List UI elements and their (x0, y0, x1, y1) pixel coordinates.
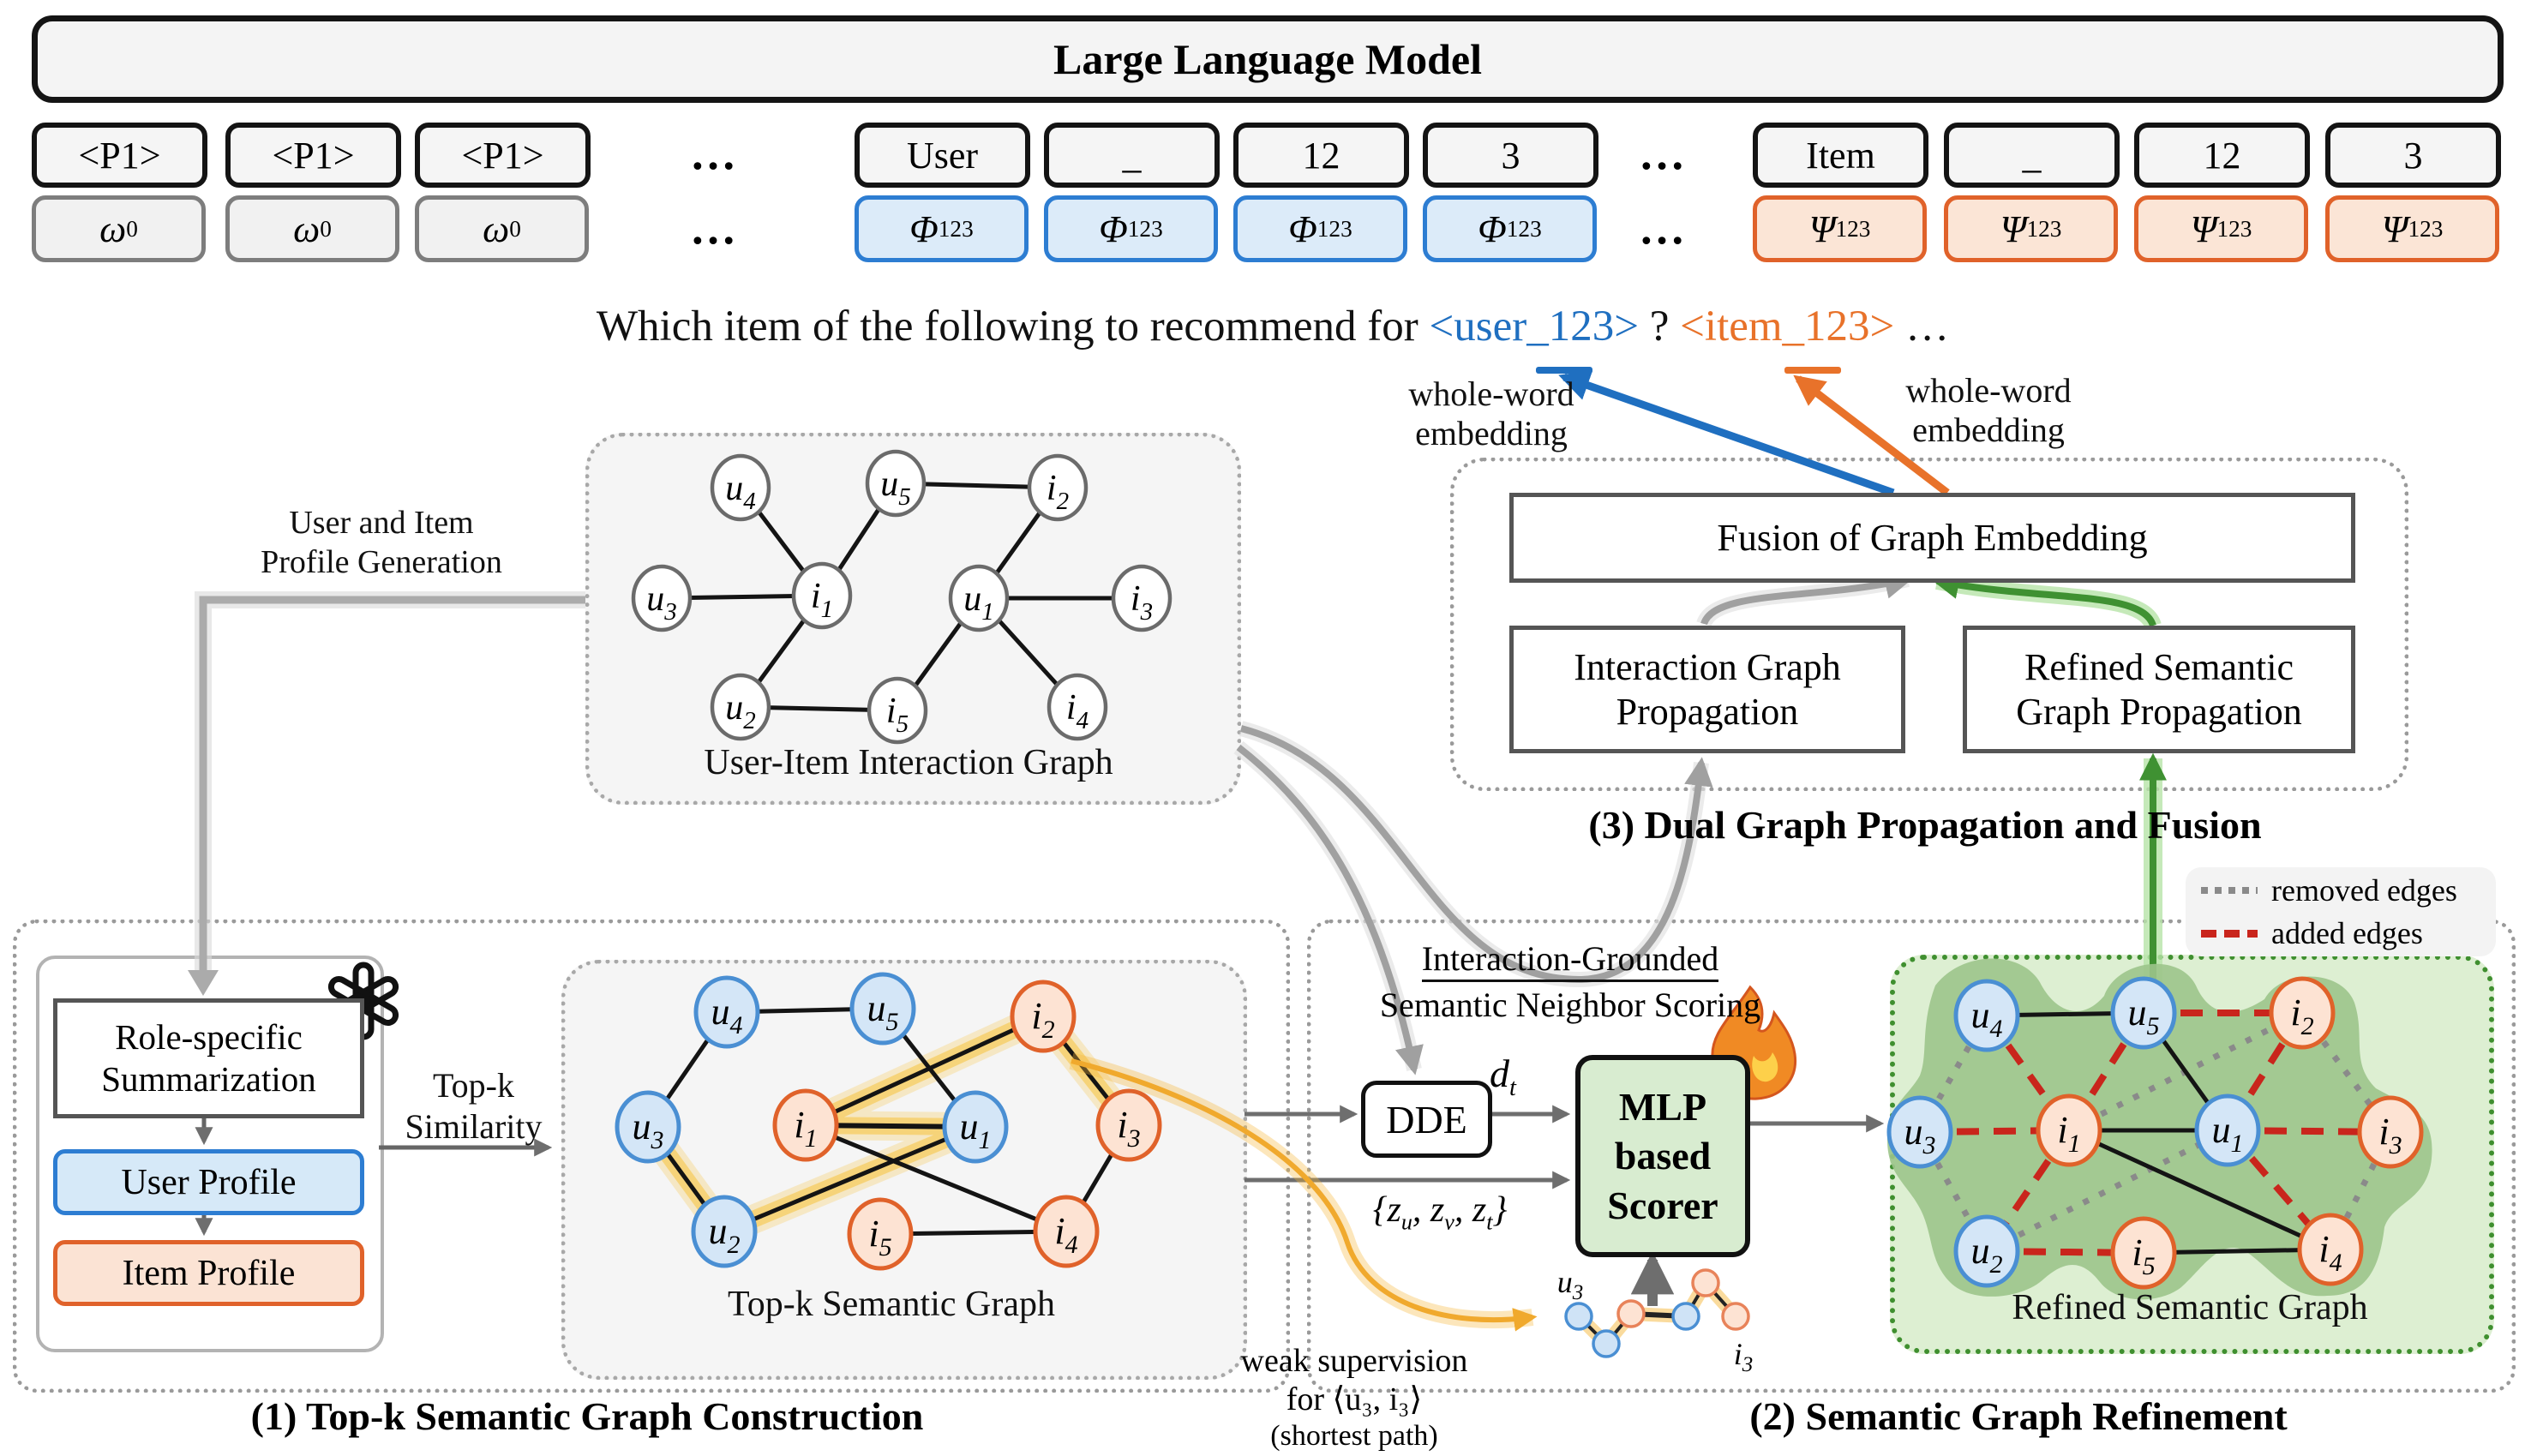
token-item: Item (1753, 123, 1928, 188)
dde-box: DDE (1361, 1081, 1492, 1158)
removed-edge-sample (2201, 887, 2258, 894)
fusion-box: Fusion of Graph Embedding (1509, 493, 2355, 583)
weak-supervision-label: weak supervision for ⟨u₃, i₃⟩ (shortest … (1240, 1343, 1468, 1452)
embedding-ellipsis-1: … (690, 202, 740, 254)
edge-legend: removed edges added edges (2186, 867, 2496, 956)
token-user-3: 3 (1423, 123, 1598, 188)
dt-label: dt (1490, 1052, 1516, 1102)
item-token-tag: <item_123> (1680, 303, 1895, 351)
token-ellipsis-1: … (690, 128, 740, 179)
prompt-text: Which item of the following to recommend… (596, 303, 1430, 351)
embedding-ellipsis-2: … (1639, 202, 1688, 254)
token-ellipsis-2: … (1639, 128, 1688, 179)
legend-added-label: added edges (2271, 916, 2423, 950)
token-p1-3: <P1> (415, 123, 591, 188)
zset-label: {zu, zv, zt} (1372, 1190, 1508, 1235)
token-item-3: 3 (2325, 123, 2501, 188)
refined-graph-caption: Refined Semantic Graph (2012, 1288, 2368, 1327)
added-edge-sample (2201, 929, 2258, 938)
token-user-underscore: _ (1044, 123, 1220, 188)
token-user-12: 12 (1233, 123, 1409, 188)
user-profile-box: User Profile (53, 1149, 364, 1215)
token-item-underscore: _ (1944, 123, 2120, 188)
section2-caption: (2) Semantic Graph Refinement (1749, 1394, 2288, 1438)
token-p1-1: <P1> (32, 123, 207, 188)
llm-header-bar: Large Language Model (32, 15, 2504, 103)
igsns-label: Interaction-Grounded Semantic Neighbor S… (1379, 939, 1761, 1024)
item-profile-box: Item Profile (53, 1240, 364, 1306)
user-token-tag: <user_123> (1429, 303, 1640, 351)
token-p1-2: <P1> (225, 123, 401, 188)
legend-removed-label: removed edges (2271, 873, 2457, 908)
legend-added-row: added edges (2201, 915, 2496, 951)
section3-caption: (3) Dual Graph Propagation and Fusion (1588, 803, 2262, 847)
prompt-tag-underlines (1536, 367, 1841, 374)
token-item-12: 12 (2134, 123, 2310, 188)
interaction-graph-caption: User-Item Interaction Graph (704, 743, 1113, 782)
section1-caption: (1) Top-k Semantic Graph Construction (250, 1394, 924, 1438)
prompt-sentence: Which item of the following to recommend… (596, 303, 1950, 351)
legend-removed-row: removed edges (2201, 872, 2496, 908)
token-user: User (855, 123, 1030, 188)
topk-graph-caption: Top-k Semantic Graph (728, 1285, 1055, 1324)
llm-title: Large Language Model (1053, 35, 1482, 83)
